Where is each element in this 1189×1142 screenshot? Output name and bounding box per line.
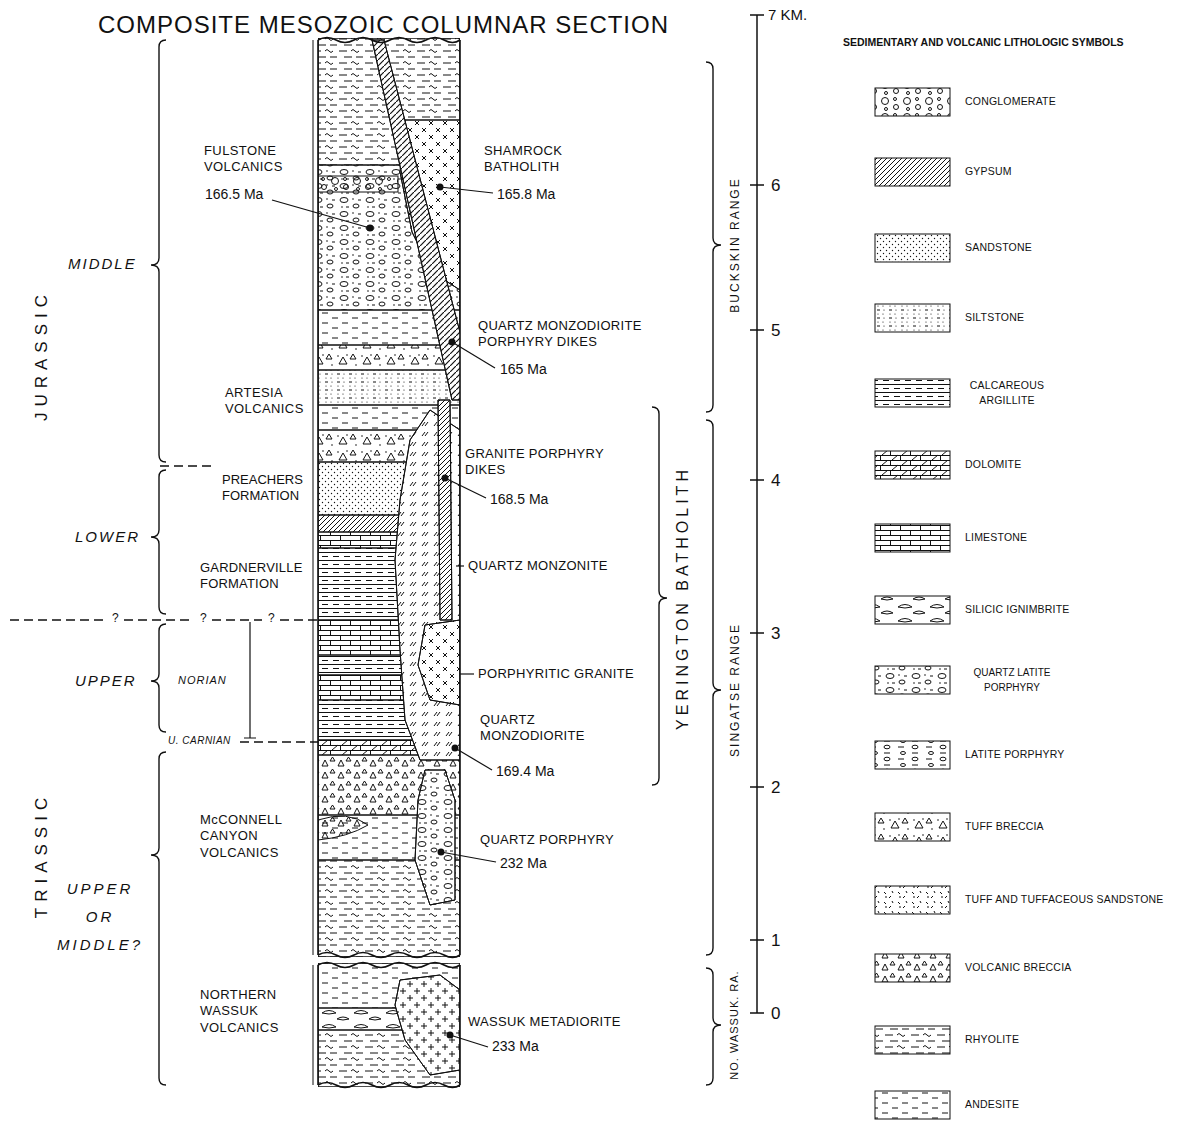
scale-label: 2 <box>771 777 780 798</box>
legend-label: SILTSTONE <box>965 311 1024 324</box>
legend-label: CALCAREOUS ARGILLITE <box>962 378 1052 408</box>
age-label: 166.5 Ma <box>205 186 263 204</box>
formation-label: ARTESIA VOLCANICS <box>225 385 315 418</box>
age-label: 165 Ma <box>500 361 547 379</box>
legend-label: DOLOMITE <box>965 458 1021 471</box>
legend-label: TUFF AND TUFFACEOUS SANDSTONE <box>965 893 1164 906</box>
uncertain-mark: ? <box>268 611 275 626</box>
period-label: JURASSIC <box>31 289 52 421</box>
scale-label: 1 <box>771 930 780 951</box>
stage-label: NORIAN <box>178 674 227 688</box>
formation-label: NORTHERN WASSUK VOLCANICS <box>200 987 305 1036</box>
range-label: SINGATSE RANGE <box>728 623 743 757</box>
epoch-label: UPPER OR MIDDLE? <box>55 875 145 959</box>
age-label: 169.4 Ma <box>496 763 554 781</box>
formation-label: GARDNERVILLE FORMATION <box>200 560 312 593</box>
legend-label: QUARTZ LATITE PORPHYRY <box>962 665 1062 695</box>
range-label: NO. WASSUK. RA. <box>728 970 742 1079</box>
diagram-title: COMPOSITE MESOZOIC COLUMNAR SECTION <box>98 10 669 40</box>
intrusion-label: QUARTZ MONZODIORITE PORPHYRY DIKES <box>478 318 678 351</box>
scale-label: 3 <box>771 623 780 644</box>
legend-label: SANDSTONE <box>965 241 1032 254</box>
legend-label: GYPSUM <box>965 165 1012 178</box>
legend-label: SILICIC IGNIMBRITE <box>965 603 1070 616</box>
intrusion-label: GRANITE PORPHYRY DIKES <box>465 446 625 479</box>
scale-label: 4 <box>771 470 780 491</box>
intrusion-label: SHAMROCK BATHOLITH <box>484 143 594 176</box>
epoch-label: MIDDLE <box>68 255 137 274</box>
legend-label: CONGLOMERATE <box>965 95 1056 108</box>
intrusion-label: QUARTZ MONZONITE <box>468 558 608 574</box>
intrusion-label: QUARTZ PORPHYRY <box>480 832 614 848</box>
legend-heading: SEDIMENTARY AND VOLCANIC LITHOLOGIC SYMB… <box>843 36 1124 49</box>
scale-label: 5 <box>771 320 780 341</box>
legend-label: TUFF BRECCIA <box>965 820 1044 833</box>
formation-label: PREACHERS FORMATION <box>222 472 314 505</box>
intrusion-label: PORPHYRITIC GRANITE <box>478 666 634 682</box>
age-label: 232 Ma <box>500 855 547 873</box>
scale-label: 7 KM. <box>768 6 807 25</box>
batholith-label: YERINGTON BATHOLITH <box>673 466 693 730</box>
legend-label: ANDESITE <box>965 1098 1019 1111</box>
formation-label: McCONNELL CANYON VOLCANICS <box>200 812 305 861</box>
intrusion-label: QUARTZ MONZODIORITE <box>480 712 610 745</box>
legend-label: LATITE PORPHYRY <box>965 748 1064 761</box>
scale-label: 0 <box>771 1003 780 1024</box>
epoch-label: UPPER <box>75 672 137 691</box>
formation-label: FULSTONE VOLCANICS <box>204 143 304 176</box>
legend-label: VOLCANIC BRECCIA <box>965 961 1071 974</box>
epoch-label: LOWER <box>75 528 140 547</box>
age-label: 233 Ma <box>492 1038 539 1056</box>
period-label: TRIASSIC <box>31 792 52 918</box>
range-label: BUCKSKIN RANGE <box>728 177 743 312</box>
stage-label: U. CARNIAN <box>168 735 231 748</box>
intrusion-label: WASSUK METADIORITE <box>468 1014 621 1030</box>
age-label: 168.5 Ma <box>490 491 548 509</box>
age-label: 165.8 Ma <box>497 186 555 204</box>
uncertain-mark: ? <box>200 611 207 626</box>
legend-label: RHYOLITE <box>965 1033 1019 1046</box>
legend-label: LIMESTONE <box>965 531 1027 544</box>
scale-label: 6 <box>771 175 780 196</box>
uncertain-mark: ? <box>112 611 119 626</box>
